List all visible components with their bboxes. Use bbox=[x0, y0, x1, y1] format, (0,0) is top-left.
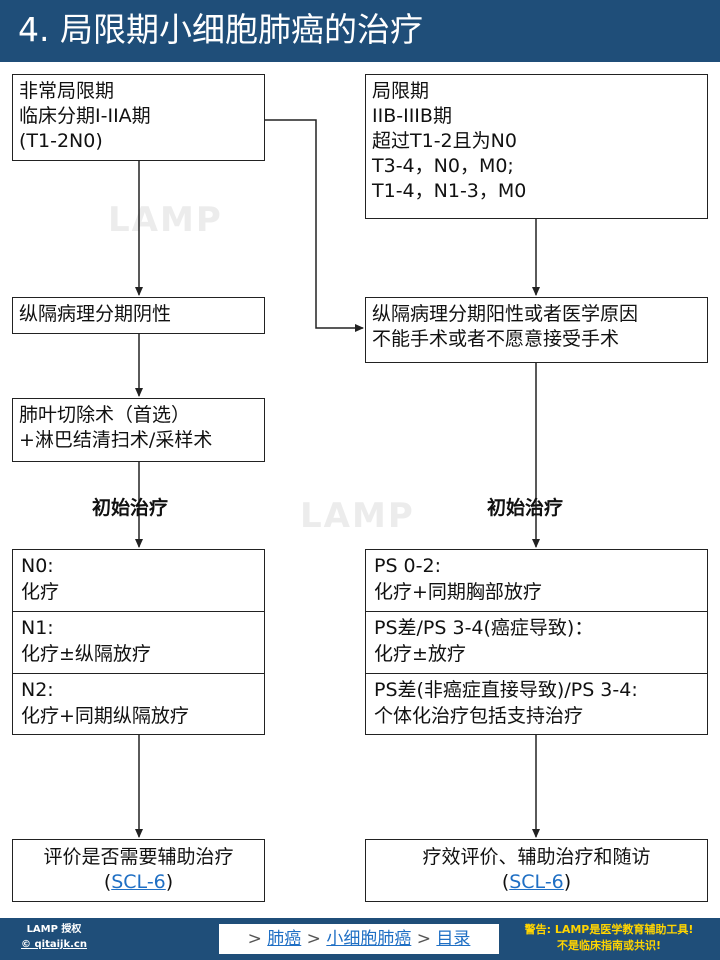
right-outcome-ps-0-2: PS 0-2: 化疗+同期胸部放疗 bbox=[366, 550, 707, 612]
breadcrumb-contents[interactable]: 目录 bbox=[436, 929, 471, 949]
paren-open: ( bbox=[103, 871, 112, 893]
page-title: 4. 局限期小细胞肺癌的治疗 bbox=[18, 10, 423, 49]
right-outcome-ps-poor-cancer: PS差/PS 3-4(癌症导致)： 化疗±放疗 bbox=[366, 612, 707, 674]
outcome-label: N0: bbox=[21, 555, 54, 577]
outcome-treatment: 化疗+同期纵隔放疗 bbox=[21, 705, 189, 727]
breadcrumb-lung-cancer[interactable]: 肺癌 bbox=[267, 929, 302, 949]
left-stage-line: 临床分期I-IIA期 bbox=[19, 105, 151, 127]
left-mediastinal-line: 纵隔病理分期阴性 bbox=[19, 303, 172, 325]
outcome-treatment: 化疗 bbox=[21, 581, 60, 603]
footer-license: LAMP 授权 © qitaijk.cn bbox=[6, 922, 102, 956]
right-stage-line: IIB-IIIB期 bbox=[372, 105, 452, 127]
left-outcome-n2: N2: 化疗+同期纵隔放疗 bbox=[13, 674, 264, 736]
right-stage-line: 超过T1-2且为N0 bbox=[372, 130, 517, 152]
outcome-label: PS差/PS 3-4(癌症导致)： bbox=[374, 617, 594, 639]
outcome-treatment: 个体化治疗包括支持治疗 bbox=[374, 705, 584, 727]
scl-6-link[interactable]: SCL-6 bbox=[509, 871, 564, 893]
right-stage-box: 局限期 IIB-IIIB期 超过T1-2且为N0 T3-4，N0，M0; T1-… bbox=[365, 74, 708, 219]
left-stage-line: 非常局限期 bbox=[19, 80, 115, 102]
left-eval-ref: (SCL-6) bbox=[19, 870, 258, 895]
outcome-label: N2: bbox=[21, 679, 54, 701]
left-eval-box: 评价是否需要辅助治疗 (SCL-6) bbox=[12, 839, 265, 902]
right-eval-box: 疗效评价、辅助治疗和随访 (SCL-6) bbox=[365, 839, 708, 902]
watermark: LAMP bbox=[108, 200, 223, 240]
site-link[interactable]: © qitaijk.cn bbox=[21, 939, 87, 950]
right-mediastinal-line: 纵隔病理分期阳性或者医学原因 bbox=[372, 303, 639, 325]
breadcrumb-sclc[interactable]: 小细胞肺癌 bbox=[326, 929, 412, 949]
right-outcome-ps-poor-noncancer: PS差(非癌症直接导致)/PS 3-4: 个体化治疗包括支持治疗 bbox=[366, 674, 707, 736]
right-stage-line: T1-4，N1-3，M0 bbox=[372, 180, 527, 202]
right-stage-line: T3-4，N0，M0; bbox=[372, 155, 514, 177]
right-outcomes-stack: PS 0-2: 化疗+同期胸部放疗 PS差/PS 3-4(癌症导致)： 化疗±放… bbox=[365, 549, 708, 735]
left-stage-box: 非常局限期 临床分期I-IIA期 (T1-2N0) bbox=[12, 74, 265, 161]
breadcrumb-separator: > bbox=[416, 929, 431, 949]
breadcrumb: > 肺癌 > 小细胞肺癌 > 目录 bbox=[219, 924, 499, 954]
breadcrumb-separator: > bbox=[306, 929, 321, 949]
left-outcomes-stack: N0: 化疗 N1: 化疗±纵隔放疗 N2: 化疗+同期纵隔放疗 bbox=[12, 549, 265, 735]
left-mediastinal-box: 纵隔病理分期阴性 bbox=[12, 297, 265, 334]
right-eval-text: 疗效评价、辅助治疗和随访 bbox=[422, 846, 651, 868]
warning-line: 警告: LAMP是医学教育辅助工具! bbox=[524, 923, 694, 936]
right-mediastinal-line: 不能手术或者不愿意接受手术 bbox=[372, 328, 620, 350]
footer-warning: 警告: LAMP是医学教育辅助工具! 不是临床指南或共识! bbox=[502, 922, 716, 956]
right-initial-treatment-label: 初始治疗 bbox=[487, 497, 564, 519]
outcome-treatment: 化疗±放疗 bbox=[374, 643, 466, 665]
left-surgery-line: 肺叶切除术（首选） bbox=[19, 404, 191, 426]
outcome-treatment: 化疗+同期胸部放疗 bbox=[374, 581, 542, 603]
breadcrumb-separator: > bbox=[247, 929, 262, 949]
paren-open: ( bbox=[501, 871, 510, 893]
right-mediastinal-box: 纵隔病理分期阳性或者医学原因 不能手术或者不愿意接受手术 bbox=[365, 297, 708, 363]
outcome-treatment: 化疗±纵隔放疗 bbox=[21, 643, 151, 665]
left-surgery-box: 肺叶切除术（首选） +淋巴结清扫术/采样术 bbox=[12, 398, 265, 462]
watermark: LAMP bbox=[300, 496, 415, 536]
paren-close: ) bbox=[563, 871, 572, 893]
right-stage-line: 局限期 bbox=[372, 80, 430, 102]
left-initial-treatment-label: 初始治疗 bbox=[92, 497, 169, 519]
license-text: LAMP 授权 bbox=[26, 924, 82, 935]
scl-6-link[interactable]: SCL-6 bbox=[111, 871, 166, 893]
left-eval-text: 评价是否需要辅助治疗 bbox=[43, 846, 234, 868]
outcome-label: PS差(非癌症直接导致)/PS 3-4: bbox=[374, 679, 638, 701]
outcome-label: PS 0-2: bbox=[374, 555, 441, 577]
left-surgery-line: +淋巴结清扫术/采样术 bbox=[19, 429, 213, 451]
warning-line: 不是临床指南或共识! bbox=[556, 939, 662, 952]
paren-close: ) bbox=[165, 871, 174, 893]
arrow-left-stage-to-right-mediastinal bbox=[264, 119, 364, 332]
title-bar: 4. 局限期小细胞肺癌的治疗 bbox=[0, 0, 720, 62]
left-outcome-n0: N0: 化疗 bbox=[13, 550, 264, 612]
left-outcome-n1: N1: 化疗±纵隔放疗 bbox=[13, 612, 264, 674]
right-eval-ref: (SCL-6) bbox=[372, 870, 701, 895]
left-stage-line: (T1-2N0) bbox=[19, 130, 103, 152]
outcome-label: N1: bbox=[21, 617, 54, 639]
